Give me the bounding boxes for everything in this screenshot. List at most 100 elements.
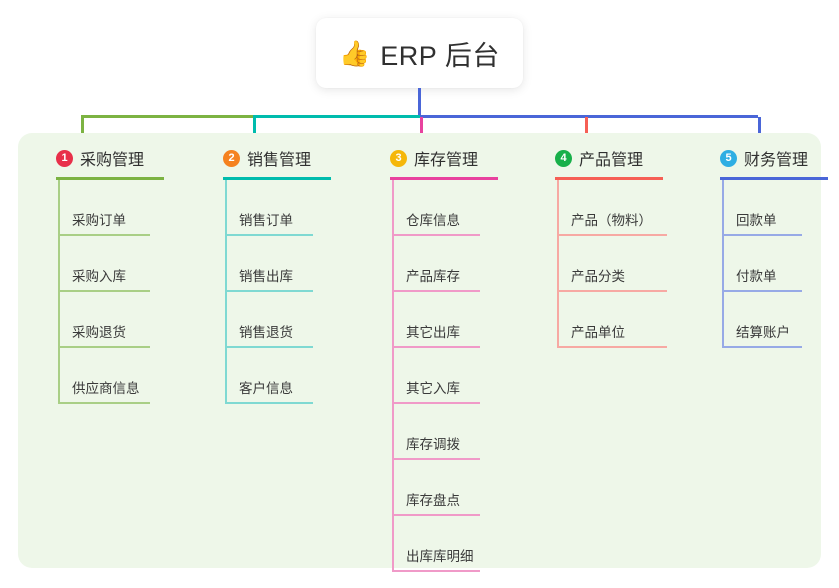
branch-title: 产品管理 [579,152,644,169]
branch-title-underline [223,177,331,180]
leaf-node-label: 结算账户 [736,325,790,340]
branch-column: 5 财务管理回款单付款单结算账户 [700,145,828,348]
leaf-node-label: 库存盘点 [406,493,460,508]
connector-bar-segment [253,115,420,118]
leaf-node-label: 销售出库 [239,269,293,284]
leaf-node-underline [392,402,480,404]
branch-header-库存管理[interactable]: 3 库存管理 [370,145,498,171]
leaf-node[interactable]: 结算账户 [722,292,828,348]
leaf-node-underline [58,290,150,292]
leaf-node[interactable]: 供应商信息 [58,348,164,404]
branch-number-badge: 2 [223,149,240,167]
leaf-node[interactable]: 付款单 [722,236,828,292]
leaf-node-label: 采购订单 [72,213,126,228]
leaf-node-label: 库存调拨 [406,437,460,452]
root-node-label: ERP 后台 [380,40,500,71]
branch-title: 销售管理 [247,152,312,169]
leaf-node-label: 产品单位 [571,325,625,340]
branch-title-underline [555,177,663,180]
connector-bar-segment [420,115,758,118]
branch-spine-line [58,180,60,404]
leaf-node[interactable]: 库存调拨 [392,404,498,460]
branch-spine-line [392,180,394,572]
branch-spine-line [225,180,227,404]
leaf-node-label: 仓库信息 [406,213,460,228]
leaf-node-underline [58,402,150,404]
branch-number-badge: 3 [390,149,407,167]
leaf-node-label: 产品库存 [406,269,460,284]
leaf-node-underline [392,234,480,236]
leaf-node[interactable]: 销售退货 [225,292,331,348]
branch-title: 财务管理 [744,152,809,169]
leaf-node-label: 销售退货 [239,325,293,340]
branch-title-underline [390,177,498,180]
leaf-node-label: 客户信息 [239,381,293,396]
leaf-node[interactable]: 回款单 [722,180,828,236]
leaf-node-label: 采购退货 [72,325,126,340]
leaf-node[interactable]: 产品分类 [557,236,667,292]
leaf-node-underline [58,346,150,348]
branch-header-采购管理[interactable]: 1 采购管理 [36,145,164,171]
leaf-node[interactable]: 库存盘点 [392,460,498,516]
leaf-node-underline [722,290,802,292]
branch-title: 库存管理 [414,152,479,169]
leaf-node-label: 销售订单 [239,213,293,228]
leaf-node[interactable]: 其它入库 [392,348,498,404]
branch-column: 1 采购管理采购订单采购入库采购退货供应商信息 [36,145,164,404]
leaf-node-underline [392,458,480,460]
leaf-node[interactable]: 产品库存 [392,236,498,292]
connector-bar-segment [81,115,253,118]
leaf-node[interactable]: 客户信息 [225,348,331,404]
leaf-node[interactable]: 其它出库 [392,292,498,348]
leaf-node-underline [557,234,667,236]
leaf-node-underline [225,290,313,292]
branch-leaf-list: 销售订单销售出库销售退货客户信息 [225,180,331,404]
leaf-node-label: 出库库明细 [406,549,474,564]
leaf-node-underline [392,570,480,572]
leaf-node-underline [225,234,313,236]
branch-number-badge: 5 [720,149,737,167]
root-stem-connector [418,88,421,117]
root-node[interactable]: 👍 ERP 后台 [316,18,523,88]
leaf-node-underline [225,346,313,348]
leaf-node[interactable]: 销售订单 [225,180,331,236]
branch-spine-line [722,180,724,348]
leaf-node-label: 采购入库 [72,269,126,284]
leaf-node-label: 回款单 [736,213,777,228]
branch-spine-line [557,180,559,348]
branch-title-underline [56,177,164,180]
leaf-node-underline [557,346,667,348]
branch-column: 2 销售管理销售订单销售出库销售退货客户信息 [203,145,331,404]
branch-column: 3 库存管理仓库信息产品库存其它出库其它入库库存调拨库存盘点出库库明细 [370,145,498,572]
leaf-node-underline [225,402,313,404]
branch-number-badge: 1 [56,149,73,167]
leaf-node[interactable]: 出库库明细 [392,516,498,572]
leaf-node-underline [557,290,667,292]
branch-header-销售管理[interactable]: 2 销售管理 [203,145,331,171]
leaf-node[interactable]: 仓库信息 [392,180,498,236]
leaf-node[interactable]: 产品单位 [557,292,667,348]
leaf-node-underline [722,346,802,348]
leaf-node-label: 产品（物料） [571,213,652,228]
root-node-content: 👍 ERP 后台 [339,34,500,73]
leaf-node[interactable]: 采购入库 [58,236,164,292]
branch-title: 采购管理 [80,152,145,169]
leaf-node-underline [392,290,480,292]
branch-header-财务管理[interactable]: 5 财务管理 [700,145,828,171]
leaf-node[interactable]: 采购退货 [58,292,164,348]
leaf-node[interactable]: 产品（物料） [557,180,667,236]
leaf-node[interactable]: 销售出库 [225,236,331,292]
leaf-node-label: 其它入库 [406,381,460,396]
leaf-node-underline [392,514,480,516]
branch-title-underline [720,177,828,180]
branch-leaf-list: 产品（物料） 产品分类产品单位 [557,180,667,348]
leaf-node-underline [722,234,802,236]
branch-leaf-list: 仓库信息产品库存其它出库其它入库库存调拨库存盘点出库库明细 [392,180,498,572]
branch-leaf-list: 采购订单采购入库采购退货供应商信息 [58,180,164,404]
thumbs-up-icon: 👍 [339,38,371,68]
leaf-node-label: 产品分类 [571,269,625,284]
leaf-node[interactable]: 采购订单 [58,180,164,236]
